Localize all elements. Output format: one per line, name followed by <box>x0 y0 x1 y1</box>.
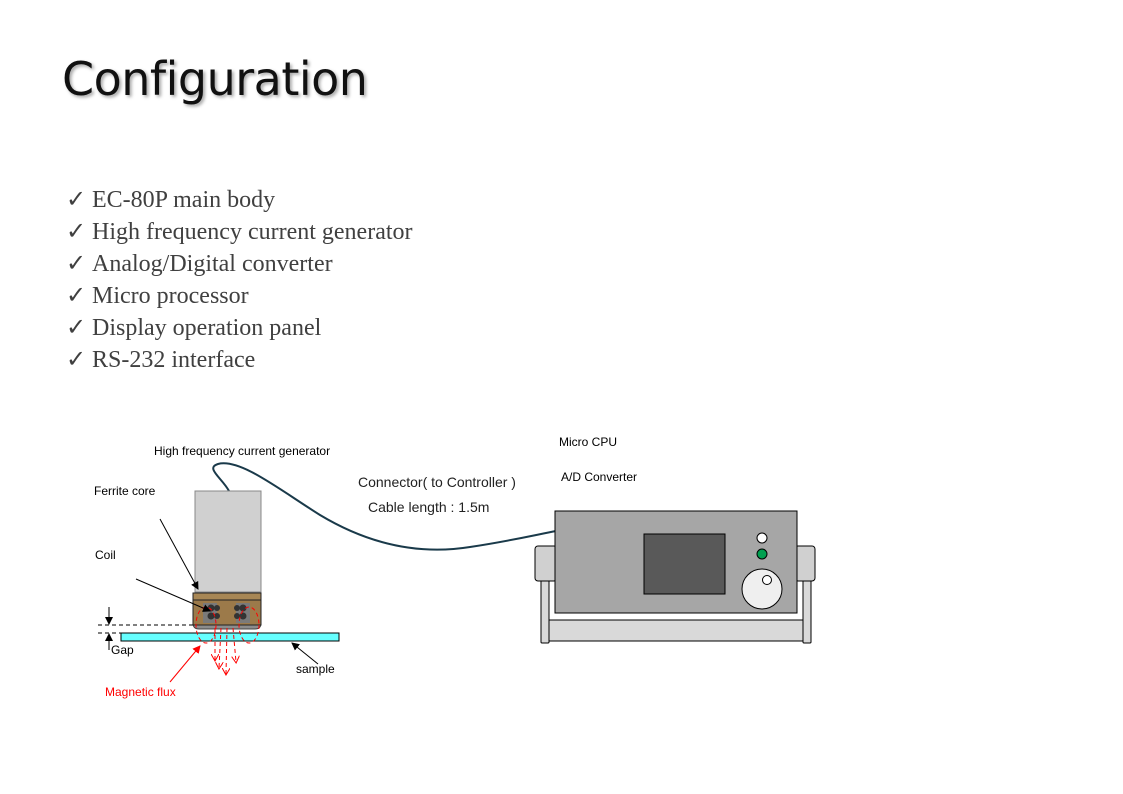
label-cable-length: Cable length : 1.5m <box>368 499 489 515</box>
control-knob <box>741 568 783 610</box>
list-item-text: Display operation panel <box>92 315 322 341</box>
ferrite-core-pointer <box>159 518 199 590</box>
check-icon: ✓ <box>66 315 87 341</box>
controller-unit <box>534 510 816 644</box>
list-item: ✓Micro processor <box>66 280 413 312</box>
stand-base <box>546 619 806 642</box>
handle-left <box>534 545 558 582</box>
label-magnetic-flux: Magnetic flux <box>105 685 176 699</box>
probe <box>192 490 262 630</box>
list-item: ✓RS-232 interface <box>66 344 413 376</box>
list-item-text: Micro processor <box>92 283 249 309</box>
label-generator: High frequency current generator <box>154 444 330 458</box>
check-icon: ✓ <box>66 347 87 373</box>
handle-right <box>794 545 816 582</box>
magnetic-flux-lines <box>195 606 260 674</box>
check-icon: ✓ <box>66 219 87 245</box>
label-gap: Gap <box>111 643 134 657</box>
indicator-light-off <box>756 532 768 544</box>
list-item: ✓Display operation panel <box>66 312 413 344</box>
check-icon: ✓ <box>66 251 87 277</box>
page-title: Configuration <box>62 52 368 106</box>
list-item: ✓EC-80P main body <box>66 184 413 216</box>
list-item-text: RS-232 interface <box>92 347 256 373</box>
cable <box>212 462 557 551</box>
stand-leg-right <box>802 577 812 644</box>
magnetic-flux-pointer <box>169 645 201 683</box>
sample-pointer <box>291 642 319 665</box>
display-screen <box>643 533 726 595</box>
list-item: ✓High frequency current generator <box>66 216 413 248</box>
label-ad-converter: A/D Converter <box>561 470 637 484</box>
list-item-text: EC-80P main body <box>92 187 276 213</box>
ferrite-core <box>194 490 262 593</box>
list-item-text: Analog/Digital converter <box>92 251 333 277</box>
label-micro-cpu: Micro CPU <box>559 435 617 449</box>
list-item: ✓Analog/Digital converter <box>66 248 413 280</box>
gap-indicator <box>98 607 193 650</box>
coil-pointer <box>135 578 211 612</box>
label-ferrite-core: Ferrite core <box>94 484 156 498</box>
feature-list: ✓EC-80P main body ✓High frequency curren… <box>66 184 413 376</box>
list-item-text: High frequency current generator <box>92 219 413 245</box>
sample-plate <box>120 632 340 642</box>
check-icon: ✓ <box>66 283 87 309</box>
label-coil: Coil <box>95 548 116 562</box>
check-icon: ✓ <box>66 187 87 213</box>
stand-leg-left <box>540 577 550 644</box>
label-sample: sample <box>296 662 335 676</box>
indicator-light-on <box>756 548 768 560</box>
knob-marker <box>762 575 772 585</box>
label-connector: Connector( to Controller ) <box>358 474 516 490</box>
